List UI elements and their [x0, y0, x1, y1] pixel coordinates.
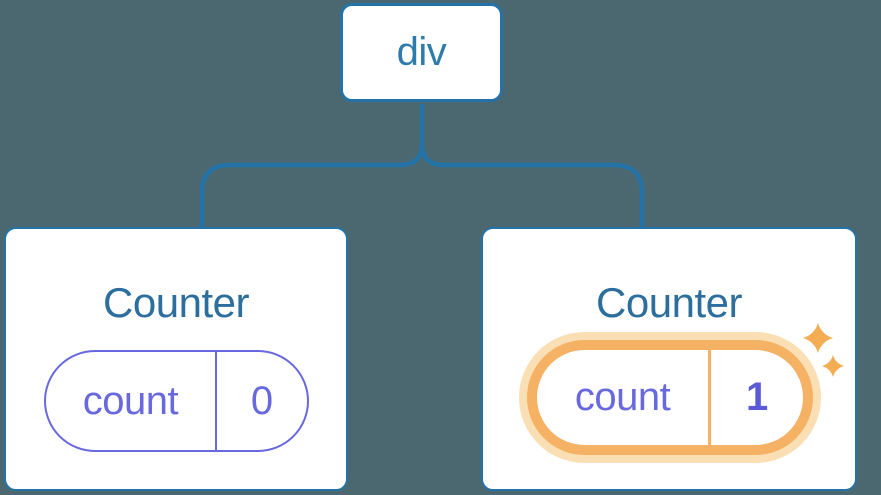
state-pill: count 0: [44, 350, 309, 452]
component-card-counter-left: Counter count 0: [4, 227, 348, 491]
state-pill-highlighted: count 1: [527, 340, 813, 455]
component-card-counter-right: Counter count 1: [481, 227, 857, 491]
state-value-updated: 1: [745, 375, 769, 419]
root-node-div: div: [340, 3, 503, 102]
component-title: Counter: [103, 279, 249, 326]
connector-right-branch: [419, 143, 645, 230]
state-key-label: count: [537, 350, 712, 445]
state-value: 0: [250, 378, 274, 423]
connector-left-branch: [199, 104, 425, 230]
root-node-label: div: [396, 30, 447, 74]
component-title: Counter: [596, 279, 742, 326]
state-key-label: count: [46, 352, 217, 450]
